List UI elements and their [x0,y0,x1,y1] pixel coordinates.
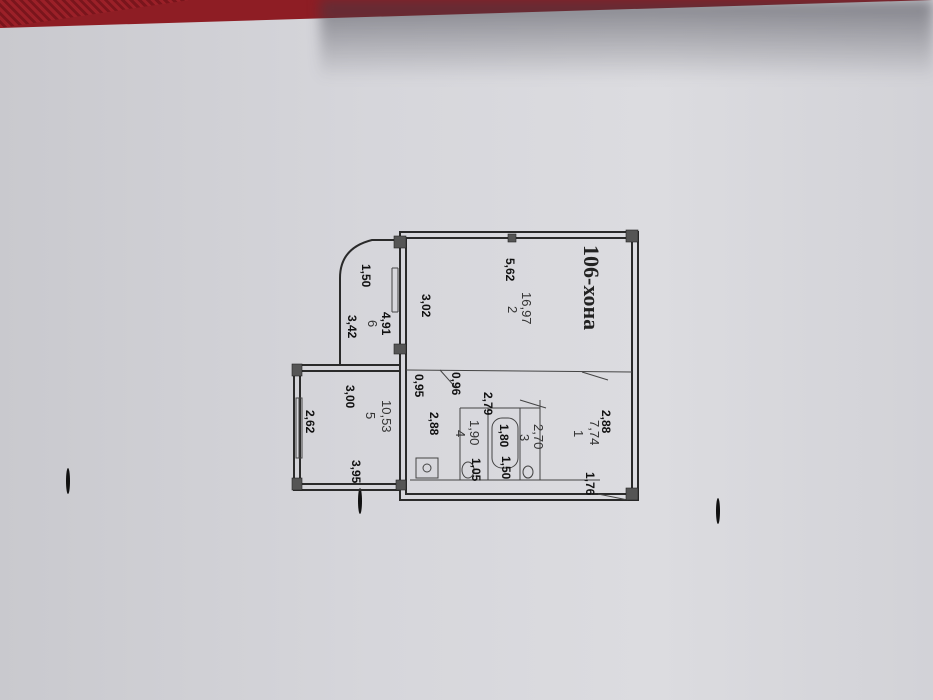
room-3-area: 2,70 [531,424,546,449]
dim-3-00: 3,00 [343,385,357,409]
dim-3-95: 3,95 [349,460,363,484]
room-4-area: 1,90 [467,420,482,445]
room-2-number: 2 [505,306,520,313]
room-5-number: 5 [363,412,378,419]
plan-columns [291,229,639,501]
dim-1-80: 1,80 [497,424,511,448]
dim-5-62: 5,62 [503,258,517,282]
punch-mark-left [66,468,70,494]
dimension-labels: 5,62 1,50 3,42 3,02 3,00 0,95 0,96 2,79 … [303,258,613,496]
room-1-area: 7,74 [587,420,602,445]
dim-1-50-balcony: 1,50 [359,264,373,288]
dim-3-02: 3,02 [419,294,433,318]
dim-0-95: 0,95 [412,374,426,398]
dim-2-62: 2,62 [303,410,317,434]
dim-1-50-bath: 1,50 [499,456,513,480]
plan-title: 106-хона [579,245,604,330]
room-6-area: 4,91 [379,312,393,336]
room-labels: 2 16,97 6 4,91 5 10,53 4 1,90 3 2,70 1 7… [363,292,602,449]
dim-2-79: 2,79 [481,392,495,416]
paper-shadow [320,0,933,80]
dim-1-05: 1,05 [469,458,483,482]
dim-1-76: 1,76 [583,472,597,496]
punch-mark-center [358,488,362,514]
room-3-number: 3 [517,434,532,441]
room-6-number: 6 [365,320,380,327]
room-1-number: 1 [571,430,586,437]
room-4-number: 4 [453,430,468,437]
dim-2-88-left: 2,88 [427,412,441,436]
dim-2-88-right: 2,88 [599,410,613,434]
dim-3-42: 3,42 [345,315,359,339]
room-5-area: 10,53 [379,400,394,433]
plan-walls [293,231,639,501]
dim-0-96: 0,96 [449,372,463,396]
punch-mark-right [716,498,720,524]
room-2-area: 16,97 [519,292,534,325]
